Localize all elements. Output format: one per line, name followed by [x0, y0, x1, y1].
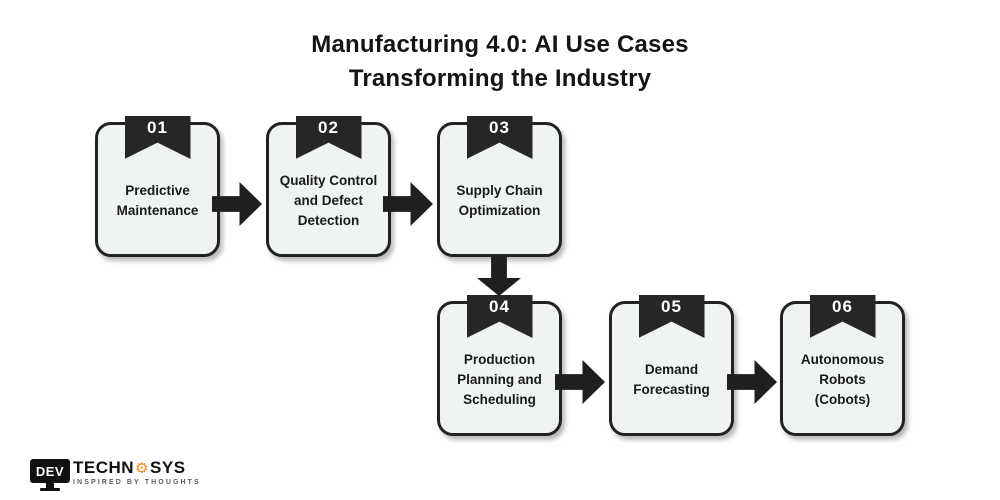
- step-label: Production Planning and Scheduling: [457, 351, 542, 407]
- step-number: 06: [832, 297, 853, 316]
- monitor-stand: [46, 483, 54, 488]
- step-number: 03: [489, 118, 510, 137]
- step-card-5: 05 Demand Forecasting: [609, 295, 734, 436]
- step-card-2: 02 Quality Control and Defect Detection: [266, 116, 391, 257]
- step-number: 02: [318, 118, 339, 137]
- step-number: 04: [489, 297, 510, 316]
- step-card-4: 04 Production Planning and Scheduling: [437, 295, 562, 436]
- step-card-3: 03 Supply Chain Optimization: [437, 116, 562, 257]
- step-card-1: 01 Predictive Maintenance: [95, 116, 220, 257]
- arrow-down-icon: [477, 256, 521, 296]
- brand-text: TECHN ⚙ SYS: [73, 459, 201, 477]
- step-card-6: 06 Autonomous Robots (Cobots): [780, 295, 905, 436]
- step-label: Autonomous Robots (Cobots): [800, 351, 885, 407]
- brand-text-left: TECHN: [73, 458, 135, 477]
- step-label: Quality Control and Defect Detection: [279, 172, 378, 228]
- monitor-base: [40, 488, 60, 491]
- monitor-screen: DEV: [30, 459, 70, 483]
- page-title: Manufacturing 4.0: AI Use Cases Transfor…: [0, 28, 1000, 96]
- brand-logo: DEV TECHN ⚙ SYS INSPIRED BY THOUGHTS: [30, 459, 201, 495]
- brand-text-right: SYS: [150, 458, 186, 477]
- arrow-right-icon: [555, 360, 605, 404]
- gear-icon: ⚙: [135, 459, 150, 477]
- step-label: Demand Forecasting: [633, 361, 710, 397]
- monitor-icon: DEV: [30, 459, 70, 495]
- brand-monitor-text: DEV: [35, 463, 65, 479]
- page-title-line2: Transforming the Industry: [348, 65, 652, 92]
- page-title-line1: Manufacturing 4.0: AI Use Cases: [311, 31, 689, 58]
- brand-tagline: INSPIRED BY THOUGHTS: [73, 479, 201, 486]
- step-label: Predictive Maintenance: [116, 182, 199, 218]
- step-label: Supply Chain Optimization: [456, 182, 543, 218]
- arrow-right-icon: [727, 360, 777, 404]
- step-number: 01: [147, 118, 168, 137]
- step-number: 05: [661, 297, 682, 316]
